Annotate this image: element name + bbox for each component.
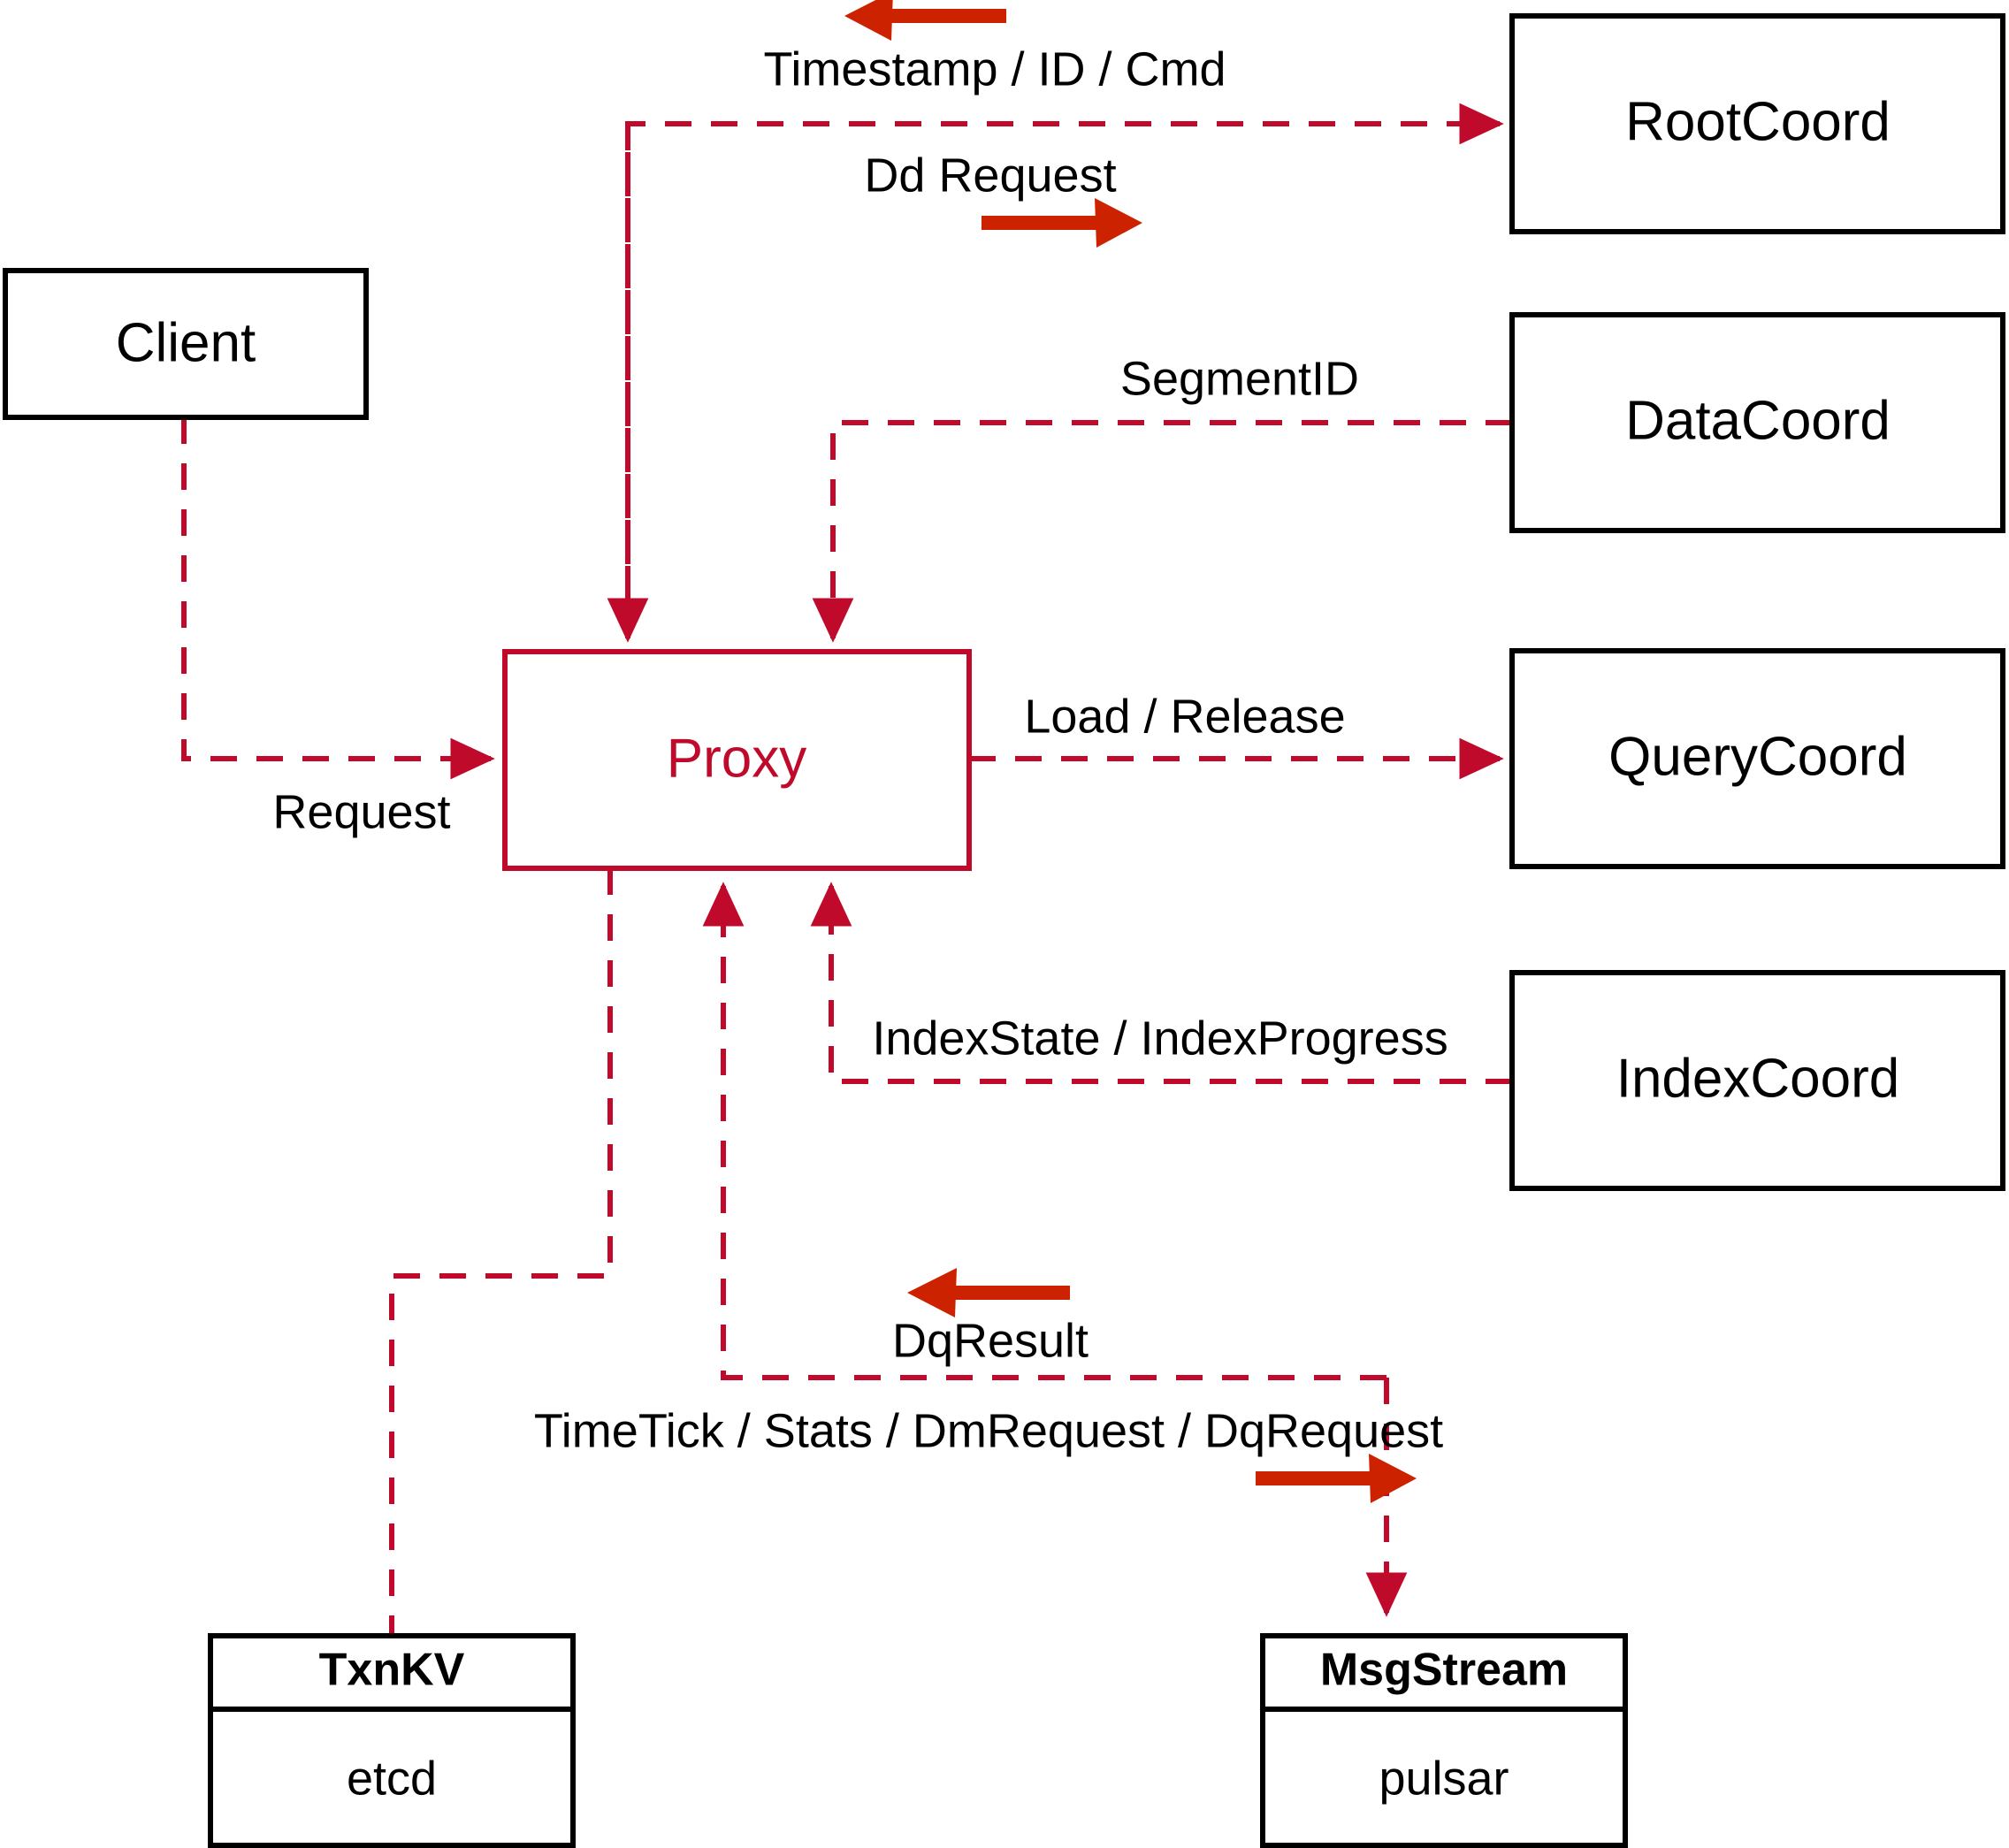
node-msgstream-label: MsgStream (1320, 1645, 1568, 1696)
edge-label-timetick-stats: TimeTick / Stats / DmRequest / DqRequest (534, 1404, 1443, 1457)
edge-label-dd-request: Dd Request (864, 149, 1116, 202)
node-querycoord-label: QueryCoord (1608, 726, 1907, 787)
flow-arrow-left-dqresult (907, 1268, 1070, 1317)
node-rootcoord-label: RootCoord (1625, 91, 1891, 152)
node-querycoord[interactable]: QueryCoord (1509, 648, 2005, 869)
node-txnkv[interactable]: TxnKV etcd (208, 1633, 576, 1848)
flow-arrow-right-ddrequest (982, 198, 1142, 248)
edge-label-timestamp-id-cmd: Timestamp / ID / Cmd (763, 42, 1226, 95)
node-indexcoord-label: IndexCoord (1616, 1048, 1900, 1109)
flow-arrow-right-timetick (1256, 1454, 1417, 1503)
edge-label-load-release: Load / Release (1024, 690, 1345, 743)
edge-proxy-to-txnkv (389, 868, 613, 1636)
flow-arrow-left-timestamp (844, 0, 1006, 41)
node-client[interactable]: Client (3, 268, 369, 420)
node-datacoord[interactable]: DataCoord (1509, 312, 2005, 533)
node-msgstream-impl: pulsar (1379, 1752, 1509, 1805)
edge-datacoord-to-proxy (812, 420, 1512, 643)
edge-client-to-proxy (181, 417, 495, 780)
node-proxy[interactable]: Proxy (502, 649, 972, 871)
node-msgstream[interactable]: MsgStream pulsar (1260, 1633, 1628, 1848)
node-proxy-label: Proxy (667, 728, 806, 789)
node-indexcoord[interactable]: IndexCoord (1509, 970, 2005, 1191)
node-rootcoord[interactable]: RootCoord (1509, 13, 2005, 234)
node-txnkv-impl: etcd (347, 1752, 437, 1805)
node-datacoord-label: DataCoord (1625, 390, 1891, 451)
node-txnkv-label: TxnKV (319, 1645, 465, 1696)
node-client-label: Client (116, 312, 256, 373)
edge-label-request: Request (272, 785, 450, 838)
edge-label-segment-id: SegmentID (1120, 352, 1359, 405)
edge-msgstream-to-proxy (702, 882, 1386, 1380)
edge-label-index-state-progress: IndexState / IndexProgress (872, 1012, 1448, 1065)
edge-label-dq-result: DqResult (892, 1314, 1089, 1367)
